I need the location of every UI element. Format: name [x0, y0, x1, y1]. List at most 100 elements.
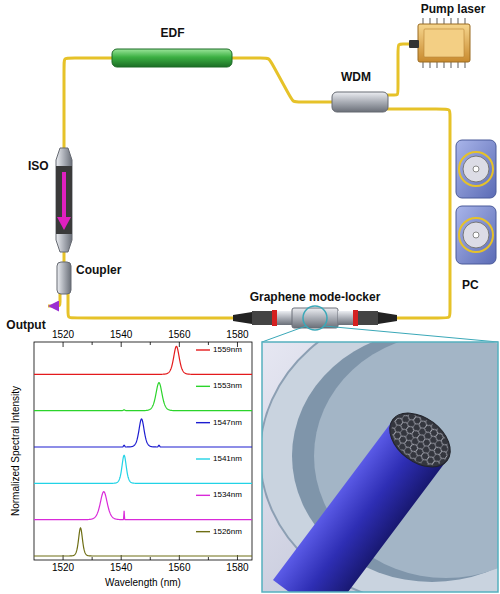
zoom-line [262, 326, 306, 342]
fiber [449, 130, 452, 292]
legend-line [196, 386, 210, 387]
component-label: Pump laser [421, 2, 486, 16]
minor-tick [208, 342, 209, 345]
legend-label: 1526nm [213, 527, 242, 537]
coupler-body [57, 262, 71, 294]
component-label: Graphene mode-locker [250, 290, 381, 304]
coupler-device [57, 262, 71, 294]
axis-title: Wavelength (nm) [105, 577, 181, 589]
plot-frame [34, 342, 252, 560]
optical-fiber [63, 255, 66, 260]
pump-boot [409, 40, 419, 48]
minor-tick [92, 557, 93, 560]
zoom-circle [303, 306, 327, 330]
legend-line [196, 531, 210, 532]
graphene-connector [233, 306, 498, 342]
connector-ferrule [338, 311, 353, 325]
connector-ferrule [277, 311, 292, 325]
pc-knob-center [473, 232, 479, 238]
legend-line [196, 422, 210, 423]
inset-frame [262, 342, 498, 592]
polarization-controller [456, 140, 496, 264]
component-box: Coupler [54, 260, 140, 298]
pc-knob-center [473, 166, 479, 172]
optical-fiber [68, 298, 230, 318]
optical-fiber [390, 109, 450, 130]
component-label: Output [6, 318, 45, 332]
pc-paddle [456, 206, 496, 264]
optical-fiber [400, 292, 450, 318]
pc-coil [459, 218, 493, 252]
wdm-body [332, 92, 388, 112]
pc-coil [459, 152, 493, 186]
tick-label: 1540 [110, 562, 132, 574]
optical-fiber [48, 298, 60, 306]
fiber-stubs [60, 44, 450, 318]
tick-label: 1520 [52, 562, 74, 574]
optical-fiber [390, 44, 408, 95]
isolator-arrow-head [57, 217, 71, 230]
wdm-device [332, 92, 388, 112]
graphene-lattice [382, 404, 458, 475]
connector-ring [272, 310, 277, 326]
legend-label: 1541nm [213, 454, 242, 464]
connector-body [252, 311, 272, 325]
zoom-line [324, 326, 498, 342]
ferrule-end-face [380, 402, 461, 478]
edf-device [112, 49, 232, 67]
isolator-core [56, 166, 72, 234]
edf-coil [112, 49, 232, 67]
minor-tick [150, 342, 151, 345]
connector-boot [233, 312, 252, 324]
legend-line [196, 458, 210, 459]
zoom-inset [262, 342, 498, 592]
end-face [380, 402, 461, 478]
isolator-device [56, 148, 72, 252]
tick-label: 1540 [110, 329, 132, 341]
major-tick [121, 342, 122, 347]
pc-knob [463, 156, 489, 182]
component-box: Output [4, 299, 48, 332]
legend-label: 1547nm [213, 418, 242, 428]
spectrum-plot [34, 342, 252, 560]
axis-title: Normalized Spectral Intensity [10, 386, 22, 516]
pump-lid [424, 29, 464, 57]
connector-boot [378, 312, 397, 324]
minor-tick [208, 557, 209, 560]
tick-label: 1580 [226, 329, 248, 341]
component-label: Coupler [76, 263, 121, 277]
optical-fiber [64, 58, 105, 145]
component-label: EDF [161, 26, 185, 40]
component-box: Pump laser [408, 2, 498, 64]
connector-ring [353, 310, 358, 326]
pump-body [418, 24, 470, 62]
pc-paddle [456, 140, 496, 198]
component-label: ISO [28, 159, 49, 173]
component-box: ISO [26, 145, 80, 255]
adapter-sleeve [292, 308, 338, 328]
component-box: WDM [322, 70, 390, 116]
pump-laser-device [409, 18, 470, 68]
optical-fiber [240, 58, 322, 102]
tick-label: 1560 [168, 329, 190, 341]
legend-line [196, 495, 210, 496]
major-tick [179, 342, 180, 347]
legend-label: 1559nm [213, 345, 242, 355]
isolator-arrow [62, 172, 66, 218]
tick-label: 1560 [168, 562, 190, 574]
connector-body [358, 311, 378, 325]
component-label: WDM [341, 70, 371, 84]
major-tick [63, 342, 64, 347]
legend-line [196, 349, 210, 350]
legend-label: 1534nm [213, 490, 242, 500]
component-label: PC [462, 278, 479, 292]
pc-knob [463, 222, 489, 248]
tick-label: 1580 [226, 562, 248, 574]
component-box: Graphene mode-locker [230, 290, 400, 330]
legend-label: 1553nm [213, 381, 242, 391]
component-box: PC [440, 130, 498, 292]
component-box: EDF [105, 26, 240, 70]
minor-tick [150, 557, 151, 560]
isolator-body [56, 148, 72, 252]
